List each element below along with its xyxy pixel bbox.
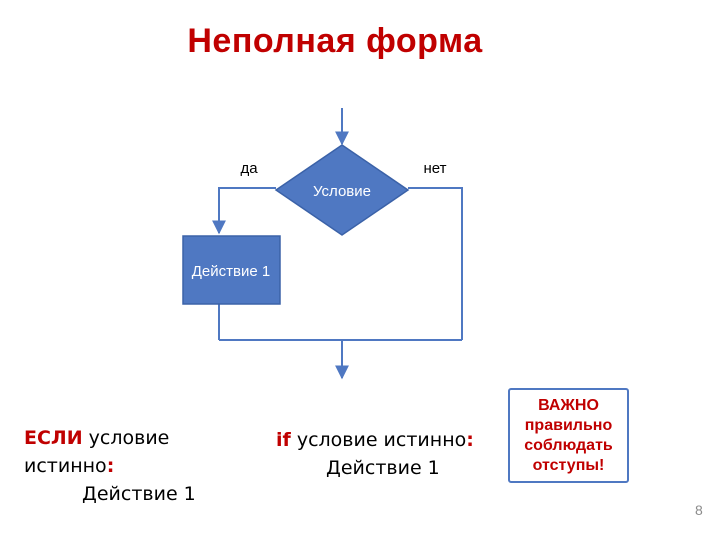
keyword-esli: ЕСЛИ — [24, 427, 83, 449]
condition-label: Условие — [313, 183, 371, 200]
keyword-if: if — [276, 429, 291, 451]
colon: : — [466, 429, 474, 451]
pseudocode-russian: ЕСЛИ условие истинно: Действие 1 — [24, 424, 224, 508]
note-line: соблюдать — [524, 436, 613, 454]
no-label: нет — [424, 160, 447, 177]
action-text: Действие 1 — [82, 483, 196, 505]
yes-branch-line — [212, 187, 276, 235]
condition-text: условие истинно — [296, 429, 467, 451]
action-text: Действие 1 — [326, 457, 440, 479]
condition-text: условие истинно — [24, 427, 170, 477]
page-number: 8 — [695, 502, 703, 518]
condition-diamond — [274, 144, 410, 236]
yes-label: да — [240, 160, 258, 177]
no-branch-line — [408, 187, 463, 340]
colon: : — [106, 455, 115, 477]
action-label: Действие 1 — [192, 263, 270, 280]
important-note-box: ВАЖНО правильно соблюдать отступы! — [508, 388, 629, 483]
action-box — [182, 235, 281, 305]
note-line: правильно — [524, 416, 613, 434]
page-title: Неполная форма — [187, 22, 483, 60]
pseudocode-python: if условие истинно: Действие 1 — [276, 426, 476, 482]
note-line: отступы! — [532, 456, 605, 474]
note-line: ВАЖНО — [538, 396, 599, 414]
